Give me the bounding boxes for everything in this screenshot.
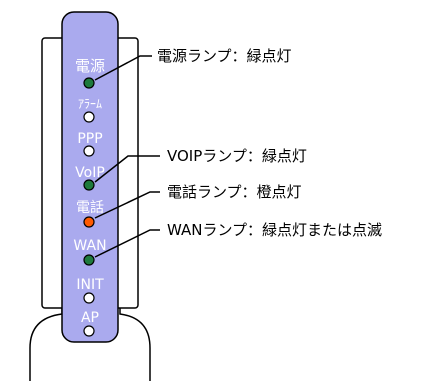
lamp-label: 電源 [75, 57, 105, 75]
lamp-label: INIT [76, 277, 104, 293]
callout-line-wan [94, 229, 160, 258]
lamp-power-indicator [83, 77, 95, 89]
lamp-label: PPP [77, 131, 102, 147]
lamp-phone: 電話 [76, 199, 104, 228]
lamp-label: ｱﾗｰﾑ [78, 97, 102, 111]
lamp-power: 電源 [75, 57, 105, 89]
lamp-init-indicator [83, 292, 95, 304]
callout-power: 電源ランプ：緑点灯 [157, 47, 292, 65]
lamp-wan: WAN [73, 238, 107, 266]
callout-voip: VOIPランプ：緑点灯 [167, 147, 307, 165]
lamp-wan-indicator [83, 254, 95, 266]
device-face [61, 11, 119, 343]
lamp-phone-indicator [83, 216, 95, 228]
callout-line-phone [94, 191, 160, 219]
lamp-ap: AP [81, 310, 99, 337]
lamp-label: 電話 [76, 199, 104, 216]
callout-line-power [94, 55, 152, 81]
lamp-alarm: ｱﾗｰﾑ [78, 97, 102, 123]
callout-phone: 電話ランプ：橙点灯 [167, 183, 302, 201]
callout-wan: WANランプ：緑点灯または点滅 [167, 221, 382, 239]
lamp-label: WAN [73, 238, 106, 254]
lamp-alarm-indicator [83, 111, 95, 123]
lamp-label: VoIP [75, 165, 105, 181]
lamp-voip: VoIP [75, 165, 105, 191]
lamp-init: INIT [76, 277, 104, 304]
lamp-voip-indicator [83, 179, 95, 191]
lamp-label: AP [81, 310, 99, 326]
lamp-ppp: PPP [77, 131, 103, 157]
lamp-ppp-indicator [83, 145, 95, 157]
lamp-ap-indicator [83, 325, 95, 337]
callout-line-voip [94, 155, 160, 183]
